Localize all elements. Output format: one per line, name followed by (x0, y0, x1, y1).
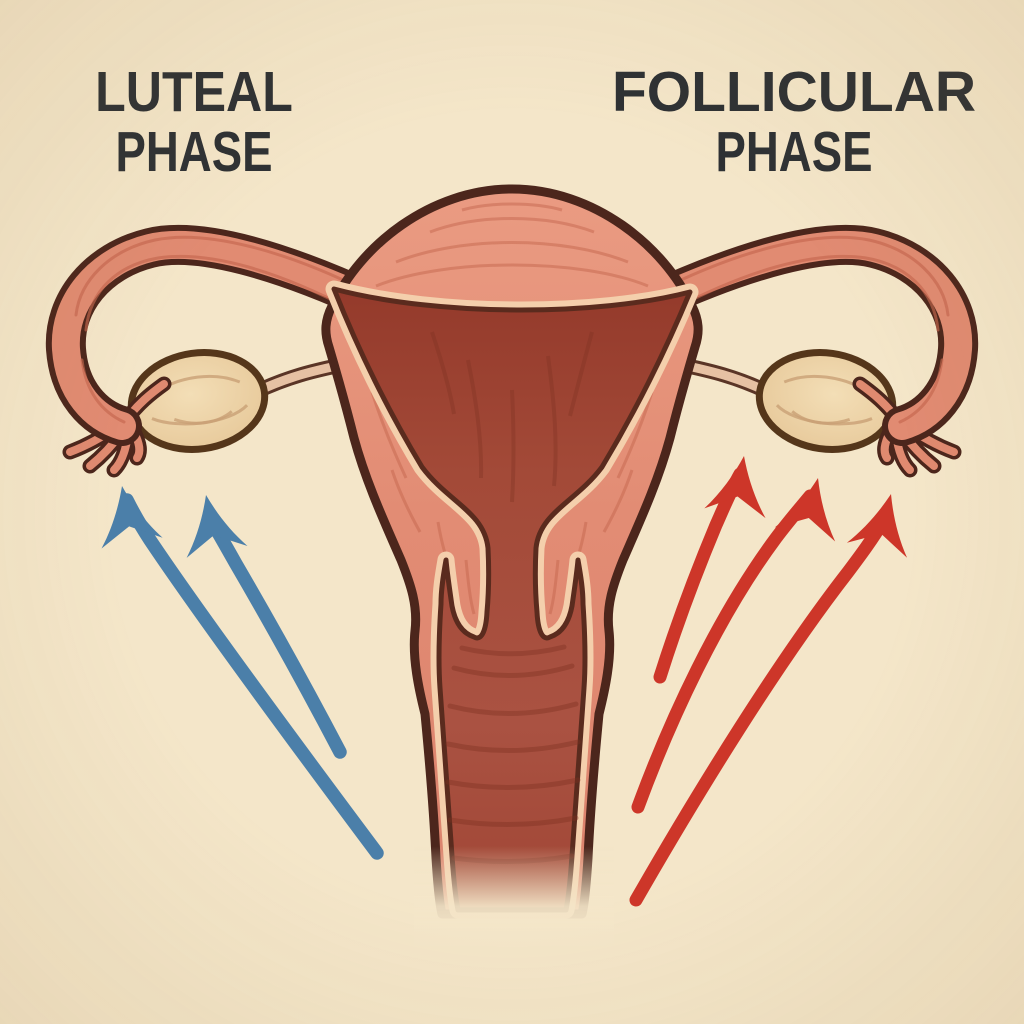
follicular-phase-label-line1: FOLLICULAR (611, 60, 977, 124)
curved-up-arrow-icon (186, 495, 347, 759)
luteal-phase-label-line2: PHASE (115, 120, 273, 184)
left-adnexa (45, 224, 392, 478)
left-fallopian-tube (45, 224, 392, 446)
uterus-body (321, 184, 703, 919)
curved-up-arrow-icon (631, 478, 836, 814)
follicular-phase-label-line2: PHASE (715, 120, 873, 184)
cavity-texture (430, 331, 594, 503)
luteal-arrows (101, 486, 384, 860)
curved-up-arrow-icon (101, 486, 384, 860)
curved-up-arrow-icon (629, 494, 908, 907)
follicular-arrows (629, 456, 908, 907)
curved-up-arrow-icon (653, 456, 766, 684)
luteal-phase-label-line1: LUTEAL (95, 60, 293, 124)
canal-fade (414, 846, 614, 946)
